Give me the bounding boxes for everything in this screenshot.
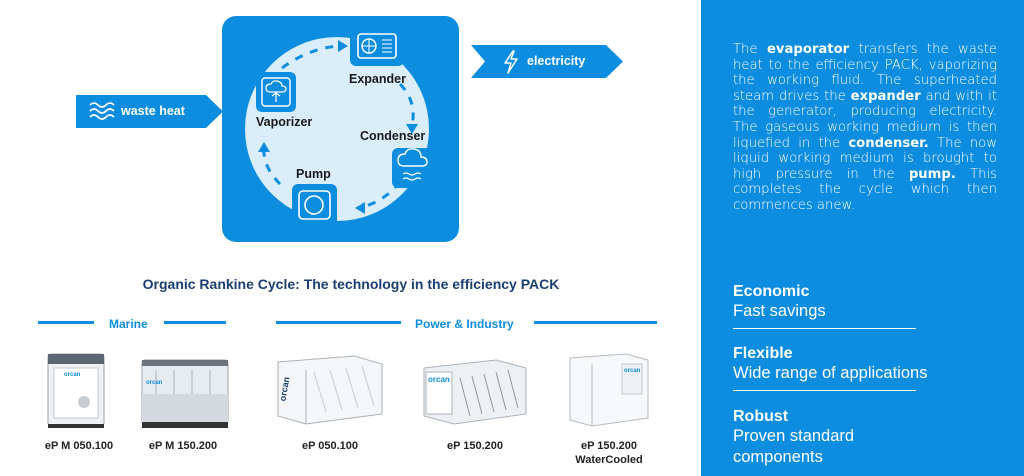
feature-title: Economic <box>733 283 810 300</box>
brand-logo: orcan <box>64 372 81 378</box>
product-label: eP 050.100 <box>301 440 359 452</box>
feature-divider <box>733 390 916 391</box>
marine-rule-right <box>164 321 226 324</box>
term-evaporator: evaporator <box>766 42 850 57</box>
pump-label: Pump <box>296 167 331 181</box>
term-pump: pump. <box>908 166 956 182</box>
product-image-ep-150-200: orcan <box>423 359 527 425</box>
term-condenser: condenser. <box>848 135 929 151</box>
brand-logo: orcan <box>624 368 641 374</box>
vaporizer-icon <box>256 72 296 112</box>
feature-robust: Robust Proven standard components <box>733 407 903 468</box>
power-rule-left <box>276 321 401 324</box>
product-image-ep-150-200-watercooled: orcan <box>569 353 649 427</box>
power-title: Power & Industry <box>415 317 514 331</box>
pump-icon <box>292 184 337 226</box>
electricity-arrow <box>471 45 623 78</box>
brand-logo: orcan <box>277 376 291 402</box>
product-image-ep-050-100: orcan <box>277 355 383 425</box>
waste-heat-label: waste heat <box>121 104 185 118</box>
arrow-head-2 <box>406 124 418 134</box>
feature-text: Wide range of applications <box>733 364 928 382</box>
arrow-head-4 <box>258 142 270 152</box>
cycle-diagram <box>245 26 437 226</box>
product-label: eP M 150.200 <box>148 440 218 452</box>
feature-text: Proven standard components <box>733 427 855 466</box>
product-image-ep-m-050-100: orcan <box>47 353 105 428</box>
arrow-head-3 <box>355 202 365 214</box>
marine-rule-left <box>38 321 94 324</box>
lightning-icon <box>504 50 518 74</box>
electricity-label: electricity <box>527 54 586 68</box>
waste-heat-arrow <box>76 95 223 128</box>
product-label: eP 150.200 <box>580 440 638 452</box>
feature-divider <box>733 328 916 329</box>
product-label: eP 150.200 <box>446 440 504 452</box>
expander-label: Expander <box>349 72 406 86</box>
brand-logo: orcan <box>428 375 450 384</box>
process-description: The evaporator transfers the waste heat … <box>733 42 998 213</box>
condenser-icon <box>392 148 437 188</box>
product-sublabel: WaterCooled <box>575 454 643 466</box>
brand-logo: orcan <box>146 380 163 386</box>
power-rule-right <box>534 321 657 324</box>
product-label: eP M 050.100 <box>44 440 114 452</box>
feature-title: Robust <box>733 408 789 425</box>
vaporizer-label: Vaporizer <box>256 115 313 129</box>
info-panel: The evaporator transfers the waste heat … <box>701 0 1024 476</box>
feature-flexible: Flexible Wide range of applications <box>733 344 963 391</box>
expander-icon <box>350 26 404 66</box>
heat-waves-icon <box>89 102 115 120</box>
condenser-label: Condenser <box>360 129 426 143</box>
term-expander: expander <box>850 88 921 104</box>
marine-title: Marine <box>109 317 148 331</box>
feature-economic: Economic Fast savings <box>733 282 963 329</box>
feature-title: Flexible <box>733 345 793 362</box>
diagram-caption: Organic Rankine Cycle: The technology in… <box>142 276 560 292</box>
arrow-head-1 <box>338 40 348 52</box>
feature-text: Fast savings <box>733 302 826 320</box>
product-image-ep-m-150-200: orcan <box>141 359 229 428</box>
